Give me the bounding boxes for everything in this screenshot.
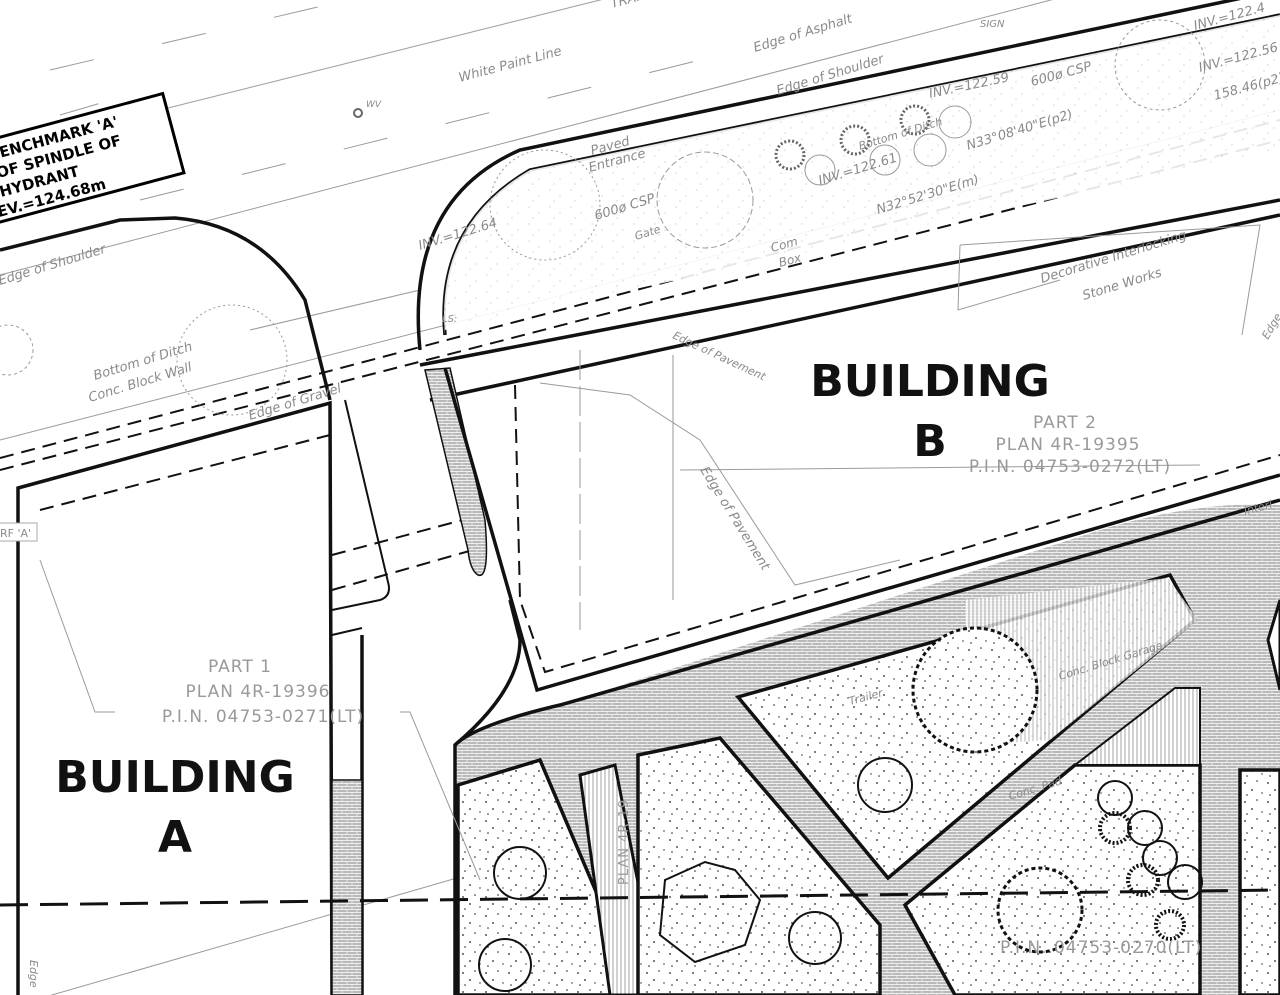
label-white-paint-line: White Paint Line (457, 44, 563, 86)
label-plan-vertical: PLAN 4R-19 (617, 799, 632, 885)
parcel-1-part: PART 1 (208, 657, 272, 677)
valve-icon (353, 108, 363, 118)
shrub-icon (1097, 780, 1133, 816)
shrub-icon (1167, 864, 1203, 900)
label-edge-left: Edge (27, 960, 40, 988)
building-b-letter: B (913, 416, 947, 467)
label-rf-a: RF 'A' (0, 527, 31, 540)
label-edge-of-shoulder-left: Edge of Shoulder (0, 241, 109, 288)
label-box: Box (777, 250, 803, 270)
shrub-icon (1142, 840, 1178, 876)
label-trans: TRANS (609, 0, 655, 12)
parcel-1-label: PART 1 PLAN 4R-19396 P.I.N. 04753-0271(L… (39, 559, 481, 881)
tree-icon (911, 626, 1039, 754)
tree-icon (1114, 19, 1206, 111)
shrub-icon (804, 154, 836, 186)
tree-icon (857, 757, 913, 813)
label-edge-of-asphalt: Edge of Asphalt (752, 11, 855, 56)
parcel-2-label: PART 2 PLAN 4R-19395 P.I.N. 04753-0272(L… (969, 413, 1171, 477)
building-a-outline (16, 399, 481, 995)
shrub-icon (1154, 909, 1186, 941)
tree-icon (493, 846, 547, 900)
building-a-label: BUILDING A (55, 752, 295, 863)
tree-icon (176, 304, 288, 416)
parcel-3-label: P.I.N. 04753-0270(LT) (1000, 938, 1202, 958)
parcel-2-part: PART 2 (1033, 413, 1097, 433)
shrub-icon (1098, 811, 1132, 845)
parcel-3-pin: P.I.N. 04753-0270(LT) (1000, 938, 1202, 958)
label-decorative: Decorative Interlocking (1039, 228, 1189, 287)
parcel-2-plan: PLAN 4R-19395 (995, 435, 1140, 455)
tree-icon (996, 866, 1084, 954)
shrub-icon (1126, 863, 1160, 897)
label-edge-right: Edge (1259, 311, 1280, 342)
shrub-icon (869, 144, 901, 176)
shrub-icon (839, 124, 871, 156)
shoulder-area (444, 15, 1280, 335)
parcel-2-pin: P.I.N. 04753-0272(LT) (969, 457, 1171, 477)
building-b-label: BUILDING B (810, 356, 1050, 467)
shrub-icon (0, 324, 34, 376)
building-b-outline (424, 224, 1280, 693)
shrub-icon (774, 139, 806, 171)
parcel-1-pin: P.I.N. 04753-0271(LT) (162, 707, 364, 727)
building-a-letter: A (158, 812, 192, 863)
benchmark-box: TE BENCHMARK 'A' OP OF SPINDLE OF RE HYD… (0, 91, 186, 232)
shrub-icon (913, 133, 947, 167)
label-edge-of-pavement: Edge of Pavement (697, 464, 773, 574)
shrub-icon (899, 104, 931, 136)
building-b-title: BUILDING (810, 356, 1050, 407)
tree-icon (478, 938, 532, 992)
shrub-icon (938, 105, 972, 139)
label-sign: SIGN (980, 19, 1005, 30)
building-a-title: BUILDING (55, 752, 295, 803)
shrub-icon (658, 860, 762, 964)
parcel-1-plan: PLAN 4R-19396 (185, 682, 330, 702)
label-wv: WV (366, 100, 382, 110)
tree-icon (489, 149, 601, 261)
tree-icon (656, 151, 754, 249)
trees (0, 19, 1206, 992)
label-com: Com (769, 234, 799, 255)
label-ls: LS: (442, 314, 457, 325)
tree-icon (788, 911, 842, 965)
